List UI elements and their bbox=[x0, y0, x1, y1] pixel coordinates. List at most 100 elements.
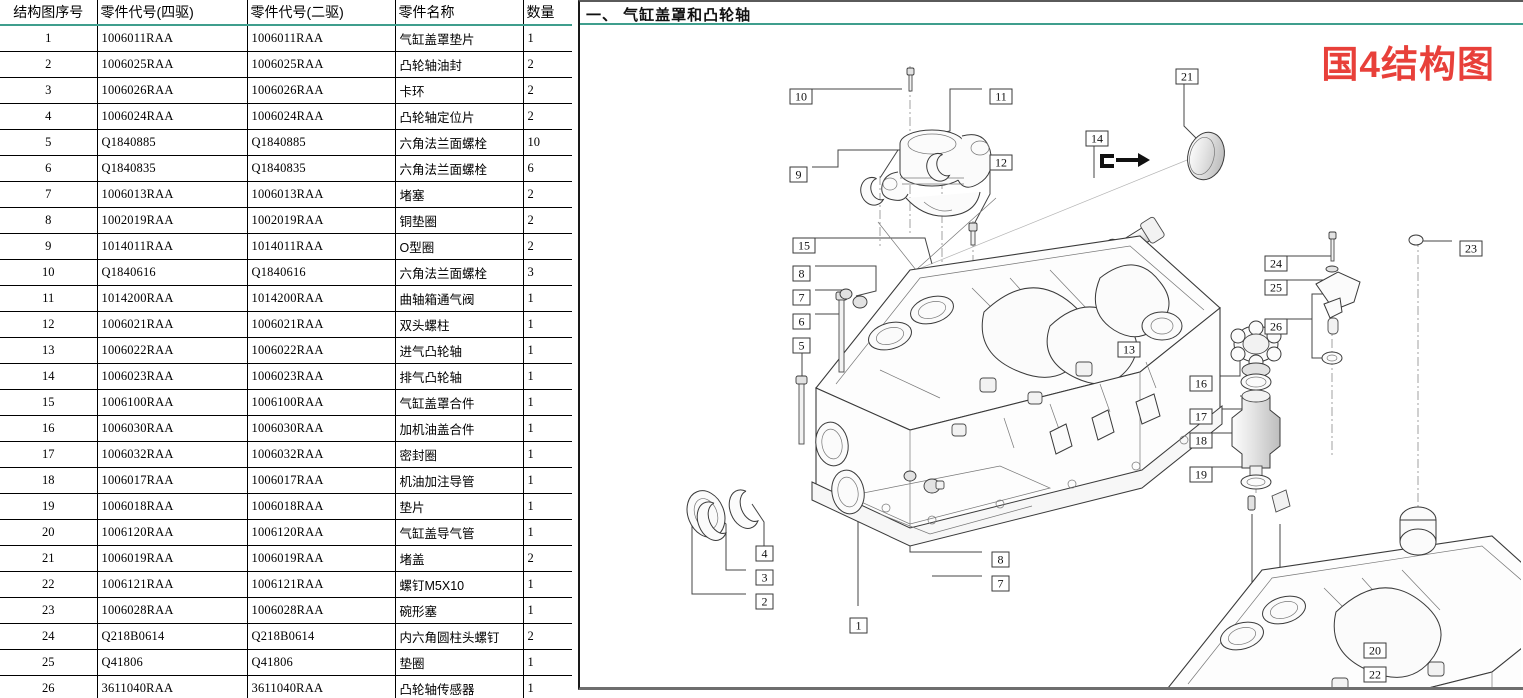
callout-number: 4 bbox=[762, 547, 768, 561]
diagram-callout-11: 11 bbox=[989, 88, 1013, 105]
part-code-4wd-cell: 1006019RAA bbox=[97, 545, 248, 572]
diagram-callout-13: 13 bbox=[1117, 341, 1141, 358]
part-index-cell: 14 bbox=[0, 363, 98, 390]
part-code-4wd-cell: Q41806 bbox=[97, 649, 248, 676]
part-code-4wd-cell: 1006017RAA bbox=[97, 467, 248, 494]
part-index-cell: 5 bbox=[0, 129, 98, 156]
callout-box bbox=[1264, 279, 1288, 296]
part-code-2wd-cell: 1006017RAA bbox=[247, 467, 396, 494]
part-quantity-cell: 1 bbox=[523, 337, 572, 364]
callout-box bbox=[1363, 666, 1387, 683]
parts-table-header: 结构图序号 零件代号(四驱) 零件代号(二驱) 零件名称 数量 bbox=[0, 0, 572, 26]
part-code-2wd-cell: 1006120RAA bbox=[247, 519, 396, 546]
callout-box bbox=[755, 593, 774, 610]
diagram-callout-14: 14 bbox=[1085, 130, 1109, 147]
callout-box bbox=[1189, 408, 1213, 425]
part-quantity-cell: 1 bbox=[523, 519, 572, 546]
part-code-2wd-cell: 1014200RAA bbox=[247, 285, 396, 312]
part-code-2wd-cell: 1014011RAA bbox=[247, 233, 396, 260]
callout-box bbox=[792, 313, 811, 330]
callout-box bbox=[1264, 318, 1288, 335]
diagram-callout-17: 17 bbox=[1189, 408, 1213, 425]
part-quantity-cell: 1 bbox=[523, 571, 572, 598]
part-code-4wd-cell: 1006013RAA bbox=[97, 181, 248, 208]
part-code-4wd-cell: 1006024RAA bbox=[97, 103, 248, 130]
part-quantity-cell: 6 bbox=[523, 155, 572, 182]
part-code-4wd-cell: 1006120RAA bbox=[97, 519, 248, 546]
callout-box bbox=[789, 166, 808, 183]
part-code-4wd-cell: 1006011RAA bbox=[97, 25, 248, 52]
part-code-2wd-cell: 1006013RAA bbox=[247, 181, 396, 208]
callout-box bbox=[1189, 432, 1213, 449]
part-quantity-cell: 1 bbox=[523, 493, 572, 520]
callout-number: 19 bbox=[1195, 468, 1207, 482]
diagram-callout-8: 8 bbox=[792, 265, 811, 282]
callout-number: 21 bbox=[1181, 70, 1193, 84]
callout-number: 10 bbox=[795, 90, 807, 104]
part-name-cell: 气缸盖罩垫片 bbox=[395, 25, 524, 52]
part-code-2wd-cell: 1006028RAA bbox=[247, 597, 396, 624]
part-code-4wd-cell: 1006121RAA bbox=[97, 571, 248, 598]
part-code-2wd-cell: 3611040RAA bbox=[247, 675, 396, 698]
part-index-cell: 2 bbox=[0, 51, 98, 78]
part-name-cell: 内六角圆柱头螺钉 bbox=[395, 623, 524, 650]
part-name-cell: 气缸盖导气管 bbox=[395, 519, 524, 546]
part-index-cell: 6 bbox=[0, 155, 98, 182]
diagram-callout-18: 18 bbox=[1189, 432, 1213, 449]
diagram-callout-3: 3 bbox=[755, 569, 774, 586]
part-index-cell: 1 bbox=[0, 25, 98, 52]
part-code-4wd-cell: 1006022RAA bbox=[97, 337, 248, 364]
callout-box bbox=[991, 551, 1010, 568]
diagram-callout-8: 8 bbox=[991, 551, 1010, 568]
part-quantity-cell: 10 bbox=[523, 129, 572, 156]
diagram-callout-15: 15 bbox=[792, 237, 816, 254]
part-code-2wd-cell: 1006025RAA bbox=[247, 51, 396, 78]
part-name-cell: 凸轮轴定位片 bbox=[395, 103, 524, 130]
part-code-2wd-cell: Q1840616 bbox=[247, 259, 396, 286]
callout-number: 11 bbox=[995, 90, 1007, 104]
diagram-callout-21: 21 bbox=[1175, 68, 1199, 85]
callout-box bbox=[1175, 68, 1199, 85]
part-name-cell: 六角法兰面螺栓 bbox=[395, 129, 524, 156]
diagram-callout-25: 25 bbox=[1264, 279, 1288, 296]
part-name-cell: 铜垫圈 bbox=[395, 207, 524, 234]
callout-box bbox=[1117, 341, 1141, 358]
part-quantity-cell: 1 bbox=[523, 25, 572, 52]
callout-number: 6 bbox=[799, 315, 805, 329]
part-code-4wd-cell: 1006100RAA bbox=[97, 389, 248, 416]
part-code-2wd-cell: 1006018RAA bbox=[247, 493, 396, 520]
part-code-2wd-cell: 1006026RAA bbox=[247, 77, 396, 104]
part-index-cell: 26 bbox=[0, 675, 98, 698]
part-name-cell: 六角法兰面螺栓 bbox=[395, 155, 524, 182]
part-name-cell: 密封圈 bbox=[395, 441, 524, 468]
part-code-2wd-cell: 1006021RAA bbox=[247, 311, 396, 338]
callout-box bbox=[792, 337, 811, 354]
part-quantity-cell: 1 bbox=[523, 363, 572, 390]
diagram-title-rule bbox=[580, 23, 1523, 25]
column-header-code-4wd: 零件代号(四驱) bbox=[97, 0, 248, 26]
callout-box bbox=[1459, 240, 1483, 257]
part-name-cell: 垫片 bbox=[395, 493, 524, 520]
part-name-cell: 六角法兰面螺栓 bbox=[395, 259, 524, 286]
part-name-cell: 加机油盖合件 bbox=[395, 415, 524, 442]
part-name-cell: 进气凸轮轴 bbox=[395, 337, 524, 364]
part-code-4wd-cell: 1006030RAA bbox=[97, 415, 248, 442]
part-index-cell: 10 bbox=[0, 259, 98, 286]
part-name-cell: 凸轮轴传感器 bbox=[395, 675, 524, 698]
part-name-cell: 堵盖 bbox=[395, 545, 524, 572]
callout-box bbox=[789, 88, 813, 105]
part-name-cell: 气缸盖罩合件 bbox=[395, 389, 524, 416]
